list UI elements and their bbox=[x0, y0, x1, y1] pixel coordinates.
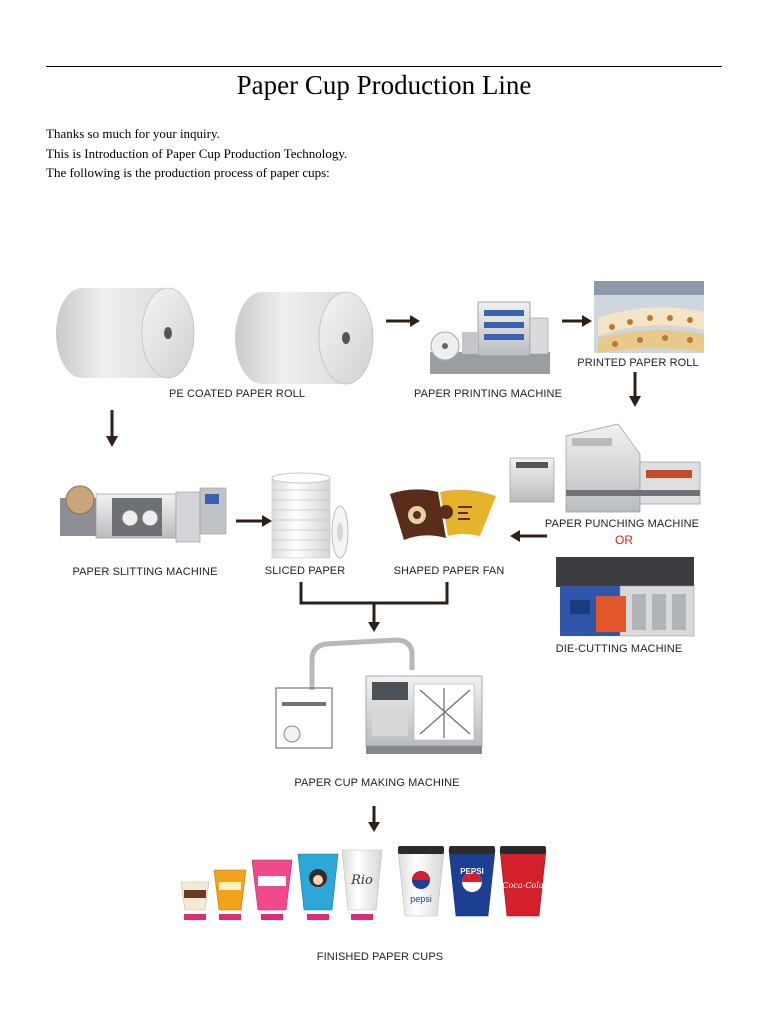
caption-printed-paper-roll: PRINTED PAPER ROLL bbox=[577, 357, 699, 369]
finished-cup-2 bbox=[213, 869, 247, 920]
pepsi-2-logo: PEPSI bbox=[460, 867, 484, 876]
arrow-merge-to-cup-machine bbox=[299, 582, 449, 632]
arrow-roll-to-printing bbox=[386, 315, 420, 327]
arrow-punching-to-shaped-fan bbox=[510, 530, 547, 542]
finished-paper-cups-image: Rio pepsi PEPSI Coca-Cola bbox=[180, 846, 547, 920]
caption-shaped-paper-fan: SHAPED PAPER FAN bbox=[393, 565, 505, 577]
arrow-printed-roll-to-punching bbox=[629, 372, 641, 407]
caption-finished-paper-cups: FINISHED PAPER CUPS bbox=[316, 951, 444, 963]
arrow-slitting-to-sliced-paper bbox=[236, 515, 272, 527]
caption-die-cutting-machine: DIE-CUTTING MACHINE bbox=[555, 643, 683, 655]
sliced-paper-image bbox=[271, 472, 349, 559]
page-title: Paper Cup Production Line bbox=[236, 70, 532, 100]
finished-cup-1 bbox=[180, 881, 210, 920]
die-cutting-machine-image bbox=[556, 557, 695, 637]
intro-line-2: This is Introduction of Paper Cup Produc… bbox=[46, 145, 348, 161]
paper-punching-machine-image bbox=[509, 423, 701, 513]
or-label: OR bbox=[615, 533, 633, 547]
paper-printing-machine-image bbox=[430, 301, 550, 374]
finished-cup-4 bbox=[297, 853, 339, 920]
caption-paper-slitting-machine: PAPER SLITTING MACHINE bbox=[72, 566, 218, 578]
finished-cup-3 bbox=[251, 859, 293, 920]
cup-5-logo: Rio bbox=[350, 873, 373, 888]
caption-paper-printing-machine: PAPER PRINTING MACHINE bbox=[413, 388, 563, 400]
pe-coated-paper-roll-image-1 bbox=[56, 287, 195, 379]
caption-pe-coated-paper-roll: PE COATED PAPER ROLL bbox=[168, 388, 306, 400]
pe-coated-paper-roll-image-2 bbox=[235, 291, 374, 385]
coke-logo: Coca-Cola bbox=[502, 881, 543, 890]
finished-cup-5: Rio bbox=[341, 849, 383, 920]
pepsi-1-logo: pepsi bbox=[410, 894, 432, 904]
intro-line-3: The following is the production process … bbox=[46, 165, 330, 180]
finished-cup-pepsi-2: PEPSI bbox=[448, 846, 496, 917]
shaped-paper-fan-image bbox=[390, 489, 496, 540]
printed-paper-roll-image bbox=[594, 281, 704, 353]
paper-cup-making-machine-image bbox=[275, 637, 483, 754]
finished-cup-coca-cola: Coca-Cola bbox=[499, 846, 547, 917]
intro-text: Thanks so much for your inquiry. This is… bbox=[46, 124, 347, 183]
intro-line-1: Thanks so much for your inquiry. bbox=[46, 126, 220, 141]
caption-paper-cup-making-machine: PAPER CUP MAKING MACHINE bbox=[294, 777, 460, 789]
paper-slitting-machine-image bbox=[60, 485, 227, 543]
arrow-roll-to-slitting bbox=[106, 410, 118, 447]
arrow-cup-machine-to-finished bbox=[368, 806, 380, 832]
arrow-printing-to-printed-roll bbox=[562, 315, 592, 327]
caption-paper-punching-machine: PAPER PUNCHING MACHINE bbox=[544, 518, 700, 530]
caption-sliced-paper: SLICED PAPER bbox=[264, 565, 346, 577]
finished-cup-pepsi-1: pepsi bbox=[397, 846, 445, 917]
top-rule bbox=[46, 66, 722, 67]
